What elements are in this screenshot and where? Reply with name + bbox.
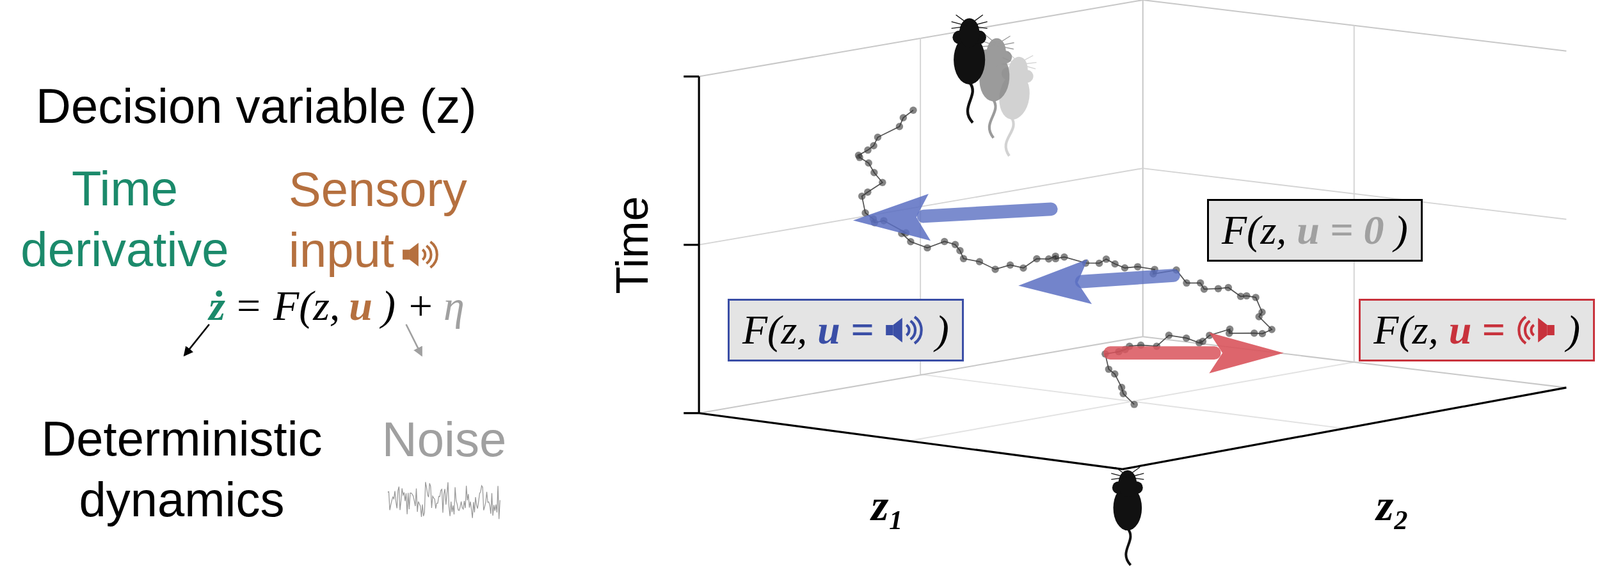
box-text: u = 0 bbox=[1296, 206, 1384, 255]
equation-term: = F(z, bbox=[234, 280, 341, 332]
axis-label: z₂ bbox=[1376, 479, 1410, 532]
trajectory-dot bbox=[1225, 329, 1233, 337]
trajectory-dot bbox=[1251, 293, 1259, 301]
trajectory-dot bbox=[909, 106, 917, 114]
trajectory-dot bbox=[1095, 259, 1103, 267]
trajectory-dot bbox=[1121, 264, 1129, 272]
box-text: u = bbox=[817, 306, 874, 354]
annotation-label: Deterministic dynamics bbox=[34, 408, 329, 530]
label-text: Decision variable (z) bbox=[35, 78, 477, 134]
leader-arrow bbox=[406, 324, 422, 356]
dynamics-box: F(z,u =) bbox=[1358, 298, 1595, 362]
trajectory-dot bbox=[1182, 279, 1190, 287]
equation-term: u bbox=[348, 280, 373, 332]
trajectory-dot bbox=[864, 159, 872, 167]
trajectory-dot bbox=[1119, 390, 1127, 398]
trajectory-dot bbox=[869, 142, 877, 150]
trajectory-dot bbox=[874, 133, 882, 141]
label-text: Time bbox=[607, 196, 658, 295]
trajectory-dot bbox=[1165, 331, 1173, 339]
annotation-label: Decision variable (z) bbox=[35, 78, 477, 134]
trajectory-dot bbox=[956, 247, 964, 255]
trajectory-dot bbox=[976, 257, 984, 265]
trajectory-dot bbox=[1118, 384, 1126, 392]
noise-trace bbox=[387, 481, 500, 520]
annotation-label: Sensory input bbox=[288, 158, 558, 281]
trajectory-dot bbox=[940, 238, 948, 246]
noise-trace bbox=[387, 481, 500, 520]
axis-label: Time bbox=[606, 196, 659, 295]
trajectory-dot bbox=[991, 265, 999, 273]
trajectory-dot bbox=[1258, 330, 1266, 338]
mouse-figure bbox=[951, 14, 988, 123]
trajectory-dot bbox=[1134, 263, 1142, 271]
label-text: Deterministic dynamics bbox=[40, 411, 322, 527]
box-text: F(z, bbox=[742, 306, 808, 354]
trajectory-dot bbox=[1060, 253, 1068, 261]
trajectory-dot bbox=[1006, 261, 1014, 269]
mouse-figure bbox=[1111, 467, 1144, 566]
trajectory-dot bbox=[1250, 329, 1258, 337]
trajectory-dot bbox=[1196, 279, 1204, 287]
dynamics-box: F(z,u = 0) bbox=[1207, 199, 1423, 262]
box-text: u = bbox=[1448, 306, 1506, 354]
trajectory-dot bbox=[906, 238, 914, 246]
trajectory-dot bbox=[1224, 284, 1232, 292]
label-text: z₂ bbox=[1376, 480, 1410, 530]
axis-label: z₁ bbox=[871, 479, 905, 532]
trajectory-dot bbox=[1267, 325, 1275, 333]
axes-box bbox=[683, 0, 1567, 470]
speaker-icon bbox=[400, 238, 441, 271]
trajectory-dot bbox=[855, 151, 863, 159]
trajectory-dot bbox=[864, 188, 872, 196]
annotation-label: Time derivative bbox=[0, 158, 260, 280]
label-text: Sensory input bbox=[288, 161, 468, 278]
annotation-label: Noise bbox=[382, 411, 507, 468]
trajectory-dot bbox=[1111, 370, 1119, 378]
equation-term: η bbox=[443, 280, 465, 332]
box-text: F(z, bbox=[1373, 306, 1439, 354]
equation: ż= F(z,u) +η bbox=[208, 280, 465, 332]
trajectory-dot bbox=[1237, 293, 1245, 301]
trajectory-dot bbox=[1214, 284, 1222, 292]
leader-arrow bbox=[184, 324, 210, 356]
trajectory-dot bbox=[1258, 308, 1266, 316]
trajectory-dot bbox=[1200, 285, 1208, 293]
trajectory-dot bbox=[899, 113, 907, 121]
box-text: F(z, bbox=[1221, 206, 1287, 255]
equation-term: ) + bbox=[381, 280, 435, 332]
label-text: Noise bbox=[382, 412, 507, 467]
trajectory-dot bbox=[1019, 264, 1027, 272]
box-text: ) bbox=[1393, 206, 1408, 255]
label-text: Time derivative bbox=[20, 161, 229, 277]
speaker-icon bbox=[1515, 313, 1557, 347]
speaker-icon bbox=[883, 313, 925, 347]
trajectory-dot bbox=[1051, 252, 1059, 260]
trajectory-dot bbox=[1182, 334, 1190, 342]
dynamics-box: F(z,u =) bbox=[727, 298, 964, 362]
trajectory-dot bbox=[1199, 337, 1207, 345]
mouse-figures bbox=[951, 14, 1145, 566]
trajectory-dot bbox=[1045, 255, 1053, 263]
trajectory-dot bbox=[1130, 400, 1138, 408]
trajectory-dot bbox=[951, 240, 959, 248]
trajectory-dot bbox=[870, 168, 878, 176]
trajectory-dot bbox=[864, 146, 872, 154]
trajectory-dot bbox=[923, 244, 931, 252]
trajectory-dot bbox=[1111, 260, 1119, 268]
trajectory-dot bbox=[1105, 365, 1113, 373]
box-text: ) bbox=[935, 306, 949, 354]
trajectory-dot bbox=[1102, 255, 1110, 263]
trajectory-dot bbox=[878, 179, 886, 187]
label-text: z₁ bbox=[871, 480, 905, 530]
trajectory-dot bbox=[896, 122, 904, 130]
box-text: ) bbox=[1566, 306, 1581, 354]
trajectory-dot bbox=[1032, 255, 1040, 263]
equation-term: ż bbox=[208, 280, 226, 332]
trajectory-dot bbox=[960, 255, 968, 263]
